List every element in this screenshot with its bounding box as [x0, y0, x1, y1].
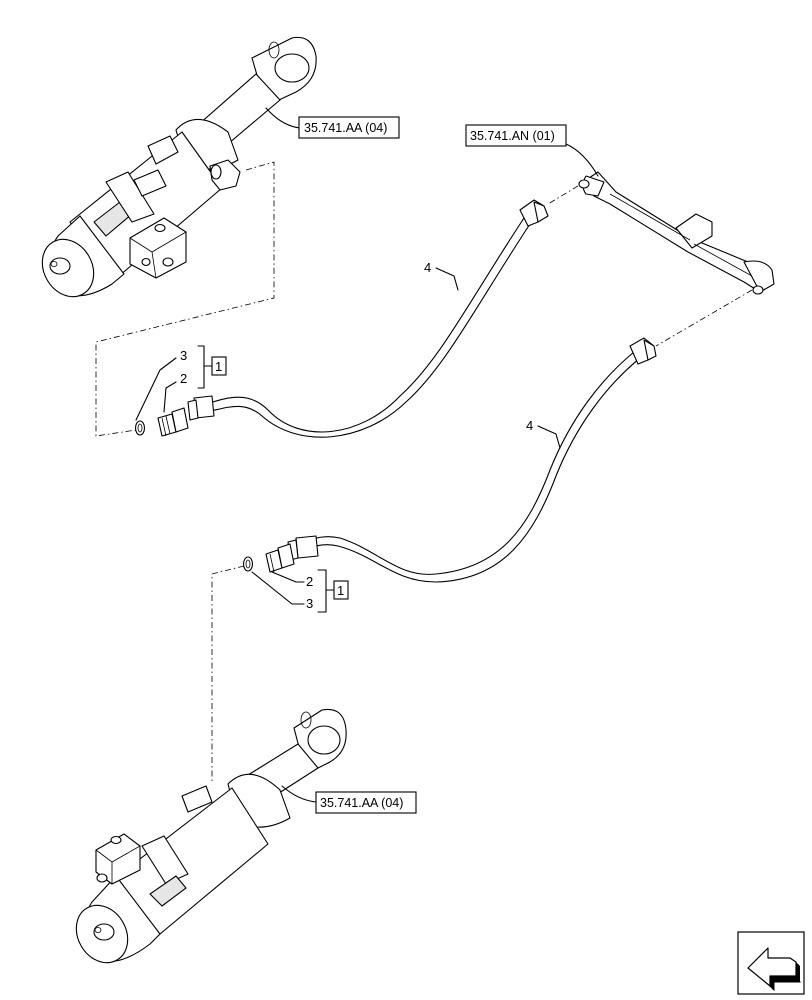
valve-block	[578, 171, 775, 295]
ref-valve-block[interactable]: 35.741.AN (01)	[470, 129, 555, 143]
ref-box-cylinder-bottom[interactable]	[315, 791, 417, 814]
callout-hose-upper: 4	[424, 260, 431, 275]
fittings-upper	[134, 407, 189, 437]
callout-fitting-upper-3: 3	[180, 348, 187, 363]
cylinder-bottom	[75, 708, 347, 964]
callout-kit-lower[interactable]: 1	[337, 583, 344, 598]
ref-cylinder-top[interactable]: 35.741.AA (04)	[304, 121, 387, 135]
hose-upper	[187, 199, 549, 438]
ref-box-cylinder-top[interactable]	[298, 116, 400, 139]
callout-fitting-lower-3: 3	[306, 596, 313, 611]
previous-page-arrow-icon[interactable]	[737, 931, 805, 995]
ref-box-valve-block[interactable]	[465, 124, 567, 147]
fittings-lower	[242, 543, 295, 573]
callout-hose-lower: 4	[526, 418, 533, 433]
kit-box-lower[interactable]	[333, 580, 349, 600]
hose-lower	[287, 337, 657, 583]
kit-box-upper[interactable]	[211, 356, 227, 376]
callout-fitting-upper-2: 2	[180, 371, 187, 386]
callout-kit-upper[interactable]: 1	[215, 359, 222, 374]
callout-fitting-lower-2: 2	[306, 574, 313, 589]
cylinder-top	[41, 36, 317, 298]
ref-cylinder-bottom[interactable]: 35.741.AA (04)	[320, 796, 403, 810]
